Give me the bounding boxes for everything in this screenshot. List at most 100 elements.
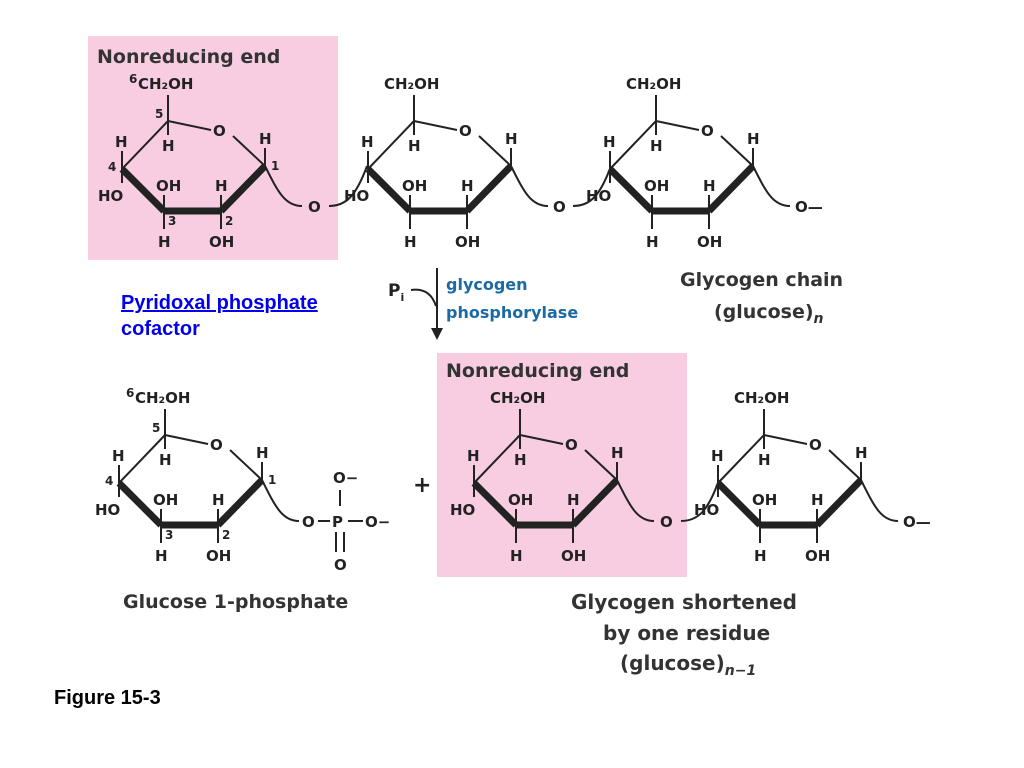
ring-bond: [164, 434, 209, 445]
hydrogen-label: H: [155, 547, 168, 565]
hydrogen-label: H: [215, 177, 228, 195]
ring-bond: [609, 120, 657, 170]
hydrogen-label: H: [567, 491, 580, 509]
arrow-head: [431, 328, 443, 340]
link-bond-top-1a: [264, 165, 303, 207]
ring-bond: [584, 449, 618, 481]
hydrogen-label: H: [611, 444, 624, 462]
ring-bond: [473, 434, 521, 484]
ring-oxygen: O: [565, 436, 578, 454]
carbon-number-1: 1: [268, 473, 276, 487]
hydrogen-label: H: [603, 133, 616, 151]
link-bond-top-1b: [328, 165, 368, 207]
ring-bond-front: [706, 163, 756, 214]
hydroxyl-label: HO: [344, 187, 369, 205]
ring-bond: [367, 120, 415, 170]
ring-bond: [118, 434, 166, 484]
ring-bond: [121, 120, 169, 170]
hydrogen-label: H: [754, 547, 767, 565]
hydroxyl-label: HO: [98, 187, 123, 205]
glycosidic-links-bottom: O P O− O− O O O—: [261, 469, 931, 574]
nonreducing-end-box-bottom: [437, 353, 687, 577]
shortened-glycogen-caption-line3: (glucose)n−1: [620, 651, 756, 679]
link-bond-bottom-2a: [860, 479, 899, 522]
hydrogen-label: H: [461, 177, 474, 195]
hydrogen-label: H: [510, 547, 523, 565]
ring-bond: [232, 135, 266, 167]
cofactor-note: Pyridoxal phosphate cofactor: [121, 290, 318, 342]
hydroxyl-label: OH: [153, 491, 178, 509]
ring-bond-front: [814, 477, 864, 528]
ring-bond-front: [365, 166, 413, 214]
hydrogen-label: H: [711, 447, 724, 465]
link-bond-bottom-1b: [680, 479, 720, 522]
hydrogen-label: H: [703, 177, 716, 195]
nonreducing-end-title-bottom: Nonreducing end: [446, 360, 629, 382]
ring-oxygen: O: [809, 436, 822, 454]
pyridoxal-phosphate-link[interactable]: Pyridoxal phosphate: [121, 292, 318, 314]
hydrogen-label: H: [158, 233, 171, 251]
ring-bond-front: [116, 480, 164, 528]
ring-bond: [413, 120, 458, 131]
enzyme-name-line2: phosphorylase: [446, 303, 578, 322]
hydrogen-label: H: [159, 451, 172, 469]
chain-continuation-top: O—: [795, 198, 823, 216]
glucose-1-phosphate-caption: Glucose 1-phosphate: [123, 591, 348, 613]
ring-bond-front: [218, 163, 268, 214]
plus-sign: +: [413, 473, 431, 498]
shortened-glycogen-caption-line2: by one residue: [603, 621, 770, 645]
hydrogen-label: H: [505, 130, 518, 148]
ring-bond-front: [464, 163, 514, 214]
hydroxyl-label: HO: [95, 501, 120, 519]
hydrogen-label: H: [115, 133, 128, 151]
bridge-oxygen-bottom: O: [660, 513, 673, 531]
carbon-number-6: 6: [126, 386, 134, 400]
carbon-number-6: 6: [129, 72, 137, 86]
hydrogen-label: H: [811, 491, 824, 509]
ring-bond-front: [570, 477, 620, 528]
phosphate-ester-oxygen: O: [302, 513, 315, 531]
phosphate-oxygen-top: O−: [333, 469, 358, 487]
hydroxyl-label: OH: [805, 547, 830, 565]
ring-oxygen: O: [213, 122, 226, 140]
enzyme-name-line1: glycogen: [446, 275, 528, 294]
glycogen-chain-caption-line2: (glucose)n: [714, 301, 824, 327]
hydroxyl-label: OH: [402, 177, 427, 195]
ring-bond: [720, 135, 754, 167]
link-bond-top-2a: [510, 165, 549, 207]
carbon-number-3: 3: [168, 214, 176, 228]
hydrogen-label: H: [467, 447, 480, 465]
hydrogen-label: H: [256, 444, 269, 462]
hydrogen-label: H: [758, 451, 771, 469]
carbon-number-5: 5: [155, 107, 163, 121]
carbon-number-2: 2: [222, 528, 230, 542]
ring-bond-front: [471, 480, 519, 528]
hydroxyl-label: OH: [752, 491, 777, 509]
hydrogen-label: H: [646, 233, 659, 251]
nonreducing-end-title-top: Nonreducing end: [97, 46, 280, 68]
hydroxyl-label: HO: [586, 187, 611, 205]
hydrogen-label: H: [514, 451, 527, 469]
ring-bond: [167, 120, 212, 131]
carbon-number-4: 4: [105, 474, 113, 488]
ch2oh-label: CH₂OH: [384, 75, 439, 93]
hydrogen-label: H: [747, 130, 760, 148]
carbon-number-5: 5: [152, 421, 160, 435]
phosphate-entry-curve: [410, 288, 437, 307]
ch2oh-label: CH₂OH: [626, 75, 681, 93]
reagent-subscript: i: [400, 291, 404, 304]
figure-label: Figure 15-3: [54, 687, 161, 709]
carbon-number-3: 3: [165, 528, 173, 542]
bridge-oxygen-top-1: O: [308, 198, 321, 216]
nonreducing-end-box-top: [88, 36, 338, 260]
ring-oxygen: O: [459, 122, 472, 140]
chain-continuation-bottom: O—: [903, 513, 931, 531]
bridge-oxygen-top-2: O: [553, 198, 566, 216]
carbon-number-4: 4: [108, 160, 116, 174]
